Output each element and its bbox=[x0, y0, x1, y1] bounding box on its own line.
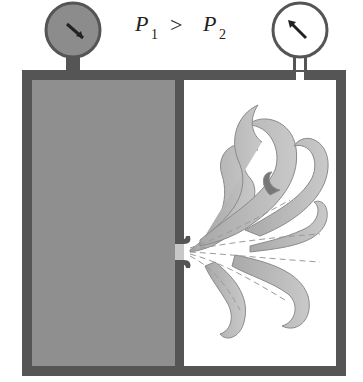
comparison-sign: > bbox=[170, 14, 182, 36]
flow-lines bbox=[190, 200, 320, 310]
subscript: 2 bbox=[219, 28, 226, 42]
container bbox=[22, 70, 346, 376]
pressure-symbol: P bbox=[203, 13, 216, 35]
pressure-symbol: P bbox=[135, 13, 148, 35]
nozzle bbox=[175, 236, 190, 268]
gas-swirls bbox=[190, 105, 328, 338]
pressure-gauge-left bbox=[46, 3, 100, 74]
subscript: 1 bbox=[151, 28, 158, 42]
pressure-gauge-right bbox=[273, 3, 327, 74]
